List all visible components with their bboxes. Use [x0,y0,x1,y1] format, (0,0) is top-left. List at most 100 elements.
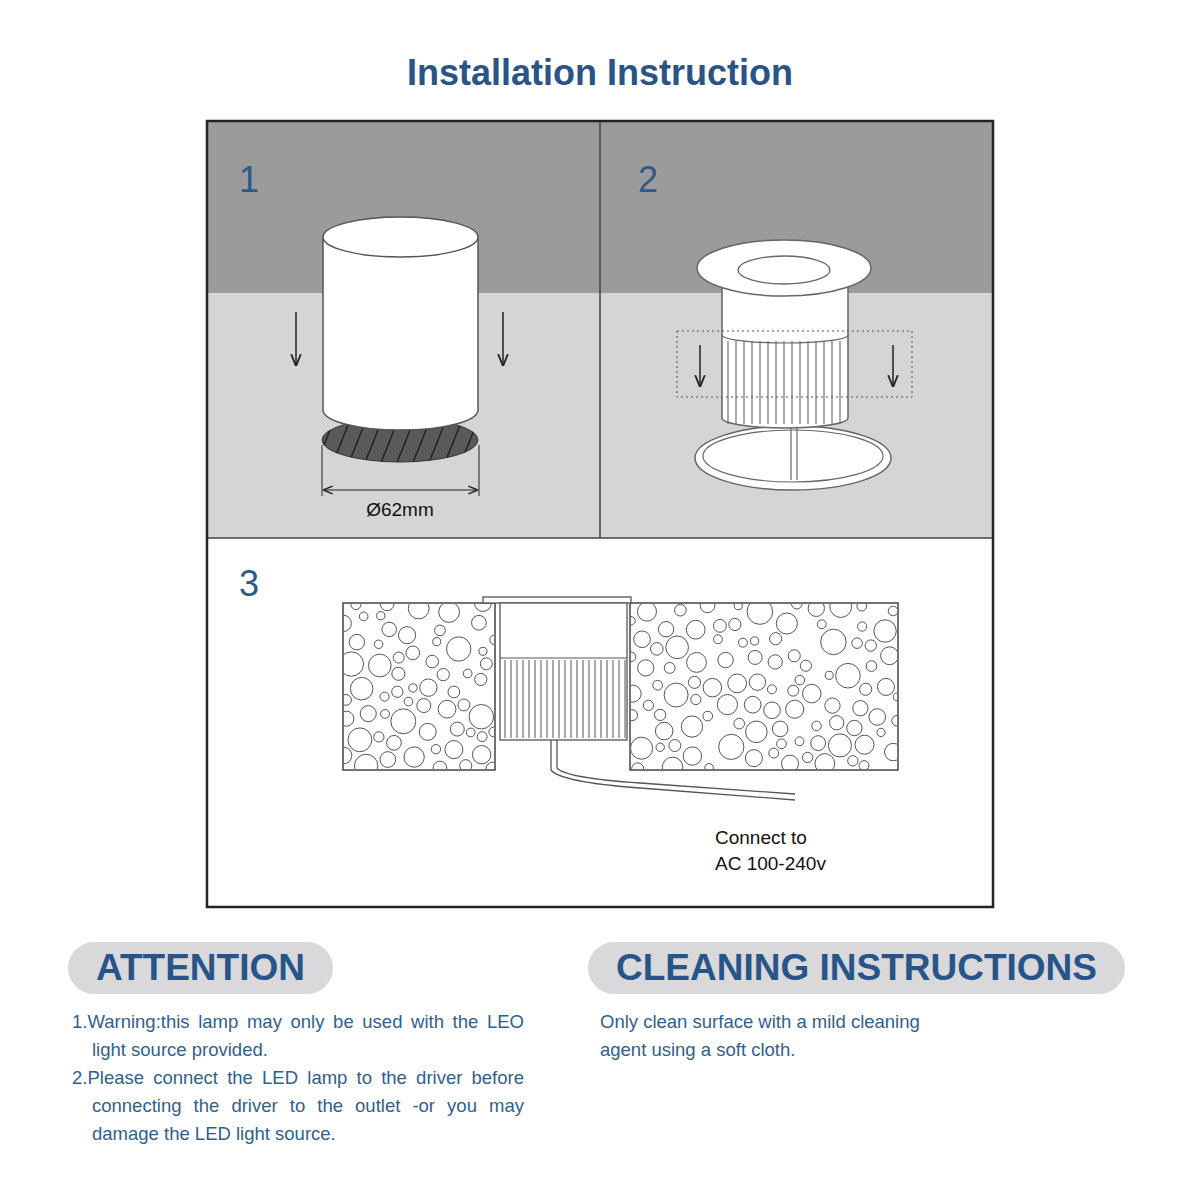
stone [344,615,351,631]
stone [474,604,491,611]
rib [625,660,626,738]
stone [734,718,745,729]
stone [433,638,441,646]
rib [595,660,596,738]
stone [777,739,787,749]
stone [450,722,464,736]
stone [631,710,638,721]
stone [466,728,475,737]
stone [772,721,788,737]
stone [857,604,867,611]
stone [666,636,689,659]
stone [795,737,804,746]
rib [535,660,536,738]
installed-lamp [483,597,631,740]
stone [719,734,744,759]
warning-item: 1.Warning:this lamp may only be used wit… [72,1008,524,1064]
stone [344,711,354,726]
stone [749,674,765,690]
cable [796,425,797,480]
stone [380,604,394,611]
stone [828,734,851,757]
stone [788,685,799,696]
hatch-line [300,415,320,465]
stone [472,745,490,763]
stone [374,640,382,648]
stone [404,697,413,706]
stone [788,650,800,662]
stone [687,653,707,673]
stone [800,660,811,671]
stone [360,706,376,722]
stone [811,736,826,751]
hatch-line [316,415,336,465]
stone [825,698,840,713]
stone [638,660,654,676]
note-block: ATTENTION1.Warning:this lamp may only be… [68,942,523,1148]
stone [738,638,747,647]
stone [632,763,644,769]
stone [821,629,846,654]
stone [817,620,826,629]
rib [607,660,608,738]
stone [656,743,664,751]
stone [637,604,656,621]
stone [433,761,447,769]
stone [808,604,824,616]
warning-item: 2.Please connect the LED lamp to the dri… [72,1064,524,1148]
step-number: 2 [638,159,658,201]
stone [438,700,456,718]
lamp-body [697,240,871,428]
stone [658,622,673,637]
stone [387,735,402,750]
stone [691,694,701,704]
section-heading: CLEANING INSTRUCTIONS [588,942,1125,994]
stone [865,640,876,651]
stone [393,652,404,663]
stone [654,709,665,720]
stone [767,685,776,694]
down-arrow [502,312,504,365]
rib [505,660,506,738]
stone [776,613,797,634]
stone [655,722,673,740]
stone [664,683,688,707]
stone [686,620,705,639]
stone [469,704,493,728]
stone [406,646,420,660]
down-arrow [295,312,297,365]
stone [458,699,470,711]
stone [664,663,675,674]
stone [392,667,405,680]
cable [557,740,795,794]
mounting-hole [695,426,891,490]
stone [744,696,761,713]
rib [571,660,572,738]
stone [703,678,722,697]
rib [541,660,542,738]
stone [745,750,762,767]
rib [529,660,530,738]
step-number: 1 [239,159,259,201]
stone [354,754,377,769]
rib [823,341,824,424]
stone [750,637,758,645]
stone [404,747,424,767]
ground-section [335,595,902,778]
stone [490,635,494,644]
stone [486,762,494,769]
stone [703,711,713,721]
insert-zone [677,331,912,397]
stone [683,747,701,765]
stone [669,740,681,752]
dimension-label: Ø62mm [366,497,434,523]
stone [398,627,415,644]
step-panel: 3 [207,538,993,907]
stone [869,709,886,726]
rib [559,660,560,738]
stone [830,716,844,730]
stone [705,764,714,769]
rib [831,341,832,424]
rib [619,660,620,738]
stone [445,741,463,759]
